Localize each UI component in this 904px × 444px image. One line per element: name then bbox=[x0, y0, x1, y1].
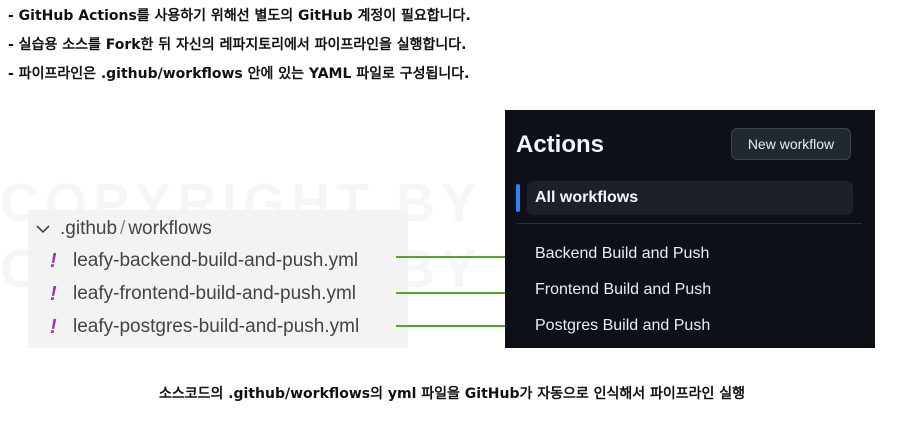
bullet-item: - 파이프라인은 .github/workflows 안에 있는 YAML 파일… bbox=[8, 66, 470, 82]
file-item-backend[interactable]: ! leafy-backend-build-and-push.yml bbox=[50, 249, 358, 273]
folder-row[interactable]: .github / workflows bbox=[34, 217, 212, 241]
panel-title: Actions bbox=[516, 131, 605, 158]
caption: 소스코드의 .github/workflows의 yml 파일을 GitHub가… bbox=[158, 386, 746, 402]
file-item-frontend[interactable]: ! leafy-frontend-build-and-push.yml bbox=[50, 282, 356, 306]
yaml-file-icon: ! bbox=[50, 316, 57, 338]
file-item-postgres[interactable]: ! leafy-postgres-build-and-push.yml bbox=[50, 315, 359, 339]
yaml-file-icon: ! bbox=[50, 283, 57, 305]
selected-indicator bbox=[516, 184, 520, 212]
bullet-item: - 실습용 소스를 Fork한 뒤 자신의 레파지토리에서 파이프라인을 실행합… bbox=[8, 37, 467, 53]
all-workflows-label: All workflows bbox=[535, 189, 639, 206]
file-name: leafy-backend-build-and-push.yml bbox=[73, 250, 359, 271]
divider bbox=[516, 223, 862, 224]
yaml-file-icon: ! bbox=[50, 250, 57, 272]
file-tree: .github / workflows ! leafy-backend-buil… bbox=[28, 210, 408, 348]
all-workflows-item[interactable]: All workflows bbox=[527, 181, 853, 215]
folder-name: .github bbox=[60, 218, 118, 239]
subfolder-name: workflows bbox=[128, 218, 212, 239]
workflow-item-frontend[interactable]: Frontend Build and Push bbox=[535, 281, 712, 298]
workflow-item-postgres[interactable]: Postgres Build and Push bbox=[535, 317, 711, 334]
file-name: leafy-postgres-build-and-push.yml bbox=[73, 316, 360, 337]
file-name: leafy-frontend-build-and-push.yml bbox=[73, 283, 357, 304]
bullet-list: - GitHub Actions를 사용하기 위해선 별도의 GitHub 계정… bbox=[8, 2, 471, 89]
workflow-item-backend[interactable]: Backend Build and Push bbox=[535, 245, 710, 262]
path-separator: / bbox=[120, 218, 126, 239]
bullet-item: - GitHub Actions를 사용하기 위해선 별도의 GitHub 계정… bbox=[8, 8, 471, 24]
new-workflow-button[interactable]: New workflow bbox=[731, 128, 851, 160]
chevron-down-icon bbox=[36, 225, 50, 234]
github-actions-panel: Actions New workflow All workflows Backe… bbox=[505, 110, 875, 348]
